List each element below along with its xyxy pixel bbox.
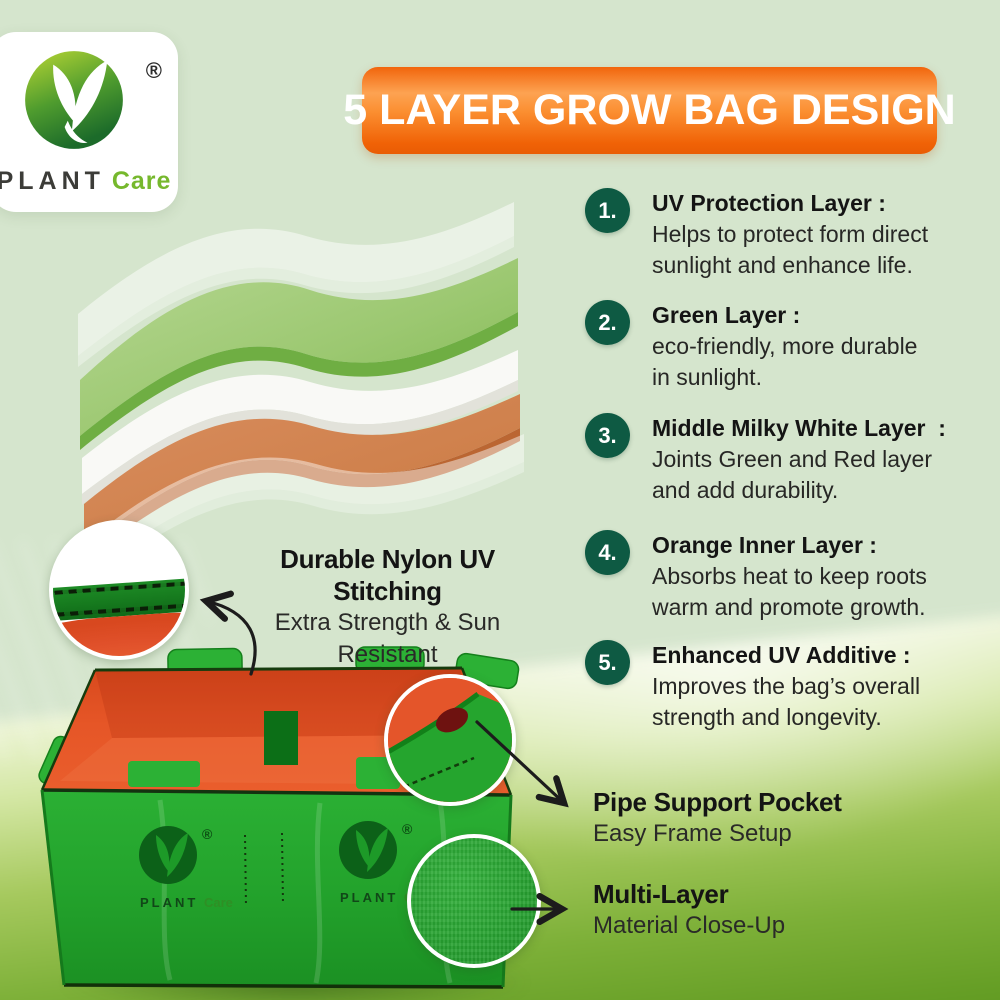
page-title: 5 LAYER GROW BAG DESIGN bbox=[343, 86, 956, 134]
feature-description-line: Helps to protect form direct bbox=[652, 221, 929, 247]
svg-text:PLANT: PLANT bbox=[340, 890, 398, 905]
svg-text:PLANT: PLANT bbox=[140, 895, 198, 910]
material-closeup-circle bbox=[407, 834, 541, 968]
registered-mark: ® bbox=[145, 58, 162, 83]
feature-number: 1. bbox=[598, 197, 617, 223]
feature-title: Enhanced UV Additive : bbox=[652, 642, 911, 668]
feature-item-3: 3. Middle Milky White Layer : Joints Gre… bbox=[585, 413, 946, 506]
feature-description-line: strength and longevity. bbox=[652, 704, 882, 730]
feature-item-4: 4. Orange Inner Layer : Absorbs heat to … bbox=[585, 530, 927, 623]
feature-description-line: and add durability. bbox=[652, 477, 839, 503]
feature-item-5: 5. Enhanced UV Additive : Improves the b… bbox=[585, 640, 920, 733]
feature-number-badge: 1. bbox=[585, 188, 630, 233]
sheet-translucent-bottom bbox=[88, 434, 524, 560]
sheet-orange bbox=[84, 394, 520, 560]
brand-wordmark: PLANT Care bbox=[0, 167, 178, 196]
pipe-tube-opening bbox=[435, 707, 469, 733]
feature-description-line: in sunlight. bbox=[652, 364, 762, 390]
plantcare-logo-card: ® PLANT Care bbox=[0, 32, 178, 212]
brand-plant-text: PLANT bbox=[0, 167, 105, 195]
stitching-title: Durable Nylon UV Stitching bbox=[280, 544, 495, 606]
feature-description-line: Joints Green and Red layer bbox=[652, 446, 932, 472]
svg-text:®: ® bbox=[402, 821, 413, 837]
multi-layer-title: Multi-Layer bbox=[593, 879, 729, 909]
feature-description-line: eco-friendly, more durable bbox=[652, 333, 918, 359]
feature-title: Green Layer : bbox=[652, 302, 801, 328]
five-layer-sheets-illustration bbox=[78, 202, 524, 560]
feature-title: UV Protection Layer : bbox=[652, 190, 886, 216]
stitching-subtitle: Extra Strength & Sun Resistant bbox=[274, 609, 501, 668]
sheet-translucent-top bbox=[78, 202, 514, 367]
feature-number: 3. bbox=[598, 422, 617, 448]
multi-layer-subtitle: Material Close-Up bbox=[593, 912, 786, 939]
feature-number-badge: 4. bbox=[585, 530, 630, 575]
pipe-pocket-subtitle: Easy Frame Setup bbox=[593, 820, 792, 847]
multi-layer-callout: Multi-Layer Material Close-Up bbox=[593, 878, 913, 942]
feature-item-1: 1. UV Protection Layer : Helps to protec… bbox=[585, 188, 928, 281]
front-stitch-guides bbox=[244, 832, 284, 908]
pipe-pocket-title: Pipe Support Pocket bbox=[593, 787, 842, 817]
stitch-white-band bbox=[53, 524, 185, 589]
sheet-green bbox=[80, 258, 518, 450]
feature-number-badge: 5. bbox=[585, 640, 630, 685]
svg-text:®: ® bbox=[202, 826, 213, 842]
feature-number-badge: 2. bbox=[585, 300, 630, 345]
plantcare-leaf-icon bbox=[25, 51, 123, 149]
feature-description-line: Improves the bag’s overall bbox=[652, 673, 921, 699]
pipe-pocket-closeup-circle bbox=[384, 674, 516, 806]
feature-number: 4. bbox=[598, 539, 617, 565]
inner-wall-pocket bbox=[264, 711, 298, 765]
feature-number-badge: 3. bbox=[585, 413, 630, 458]
sheet-white bbox=[82, 350, 518, 505]
brand-care-text: Care bbox=[111, 167, 172, 195]
pipe-pocket-callout: Pipe Support Pocket Easy Frame Setup bbox=[593, 786, 913, 850]
bag-print-logo-left: ® PLANT Care bbox=[139, 826, 233, 910]
feature-number: 2. bbox=[598, 309, 617, 335]
floor-tab bbox=[128, 761, 200, 787]
title-banner: 5 LAYER GROW BAG DESIGN bbox=[343, 67, 956, 154]
feature-title: Middle Milky White Layer : bbox=[652, 415, 946, 441]
feature-number: 5. bbox=[598, 649, 617, 675]
feature-item-2: 2. Green Layer : eco-friendly, more dura… bbox=[585, 300, 917, 393]
feature-title: Orange Inner Layer : bbox=[652, 532, 877, 558]
feature-description-line: warm and promote growth. bbox=[652, 594, 926, 620]
feature-description-line: Absorbs heat to keep roots bbox=[652, 563, 927, 589]
stitching-closeup-circle bbox=[49, 520, 189, 660]
svg-text:Care: Care bbox=[204, 895, 233, 910]
stitching-callout: Durable Nylon UV Stitching Extra Strengt… bbox=[225, 543, 550, 671]
feature-description-line: sunlight and enhance life. bbox=[652, 252, 913, 278]
